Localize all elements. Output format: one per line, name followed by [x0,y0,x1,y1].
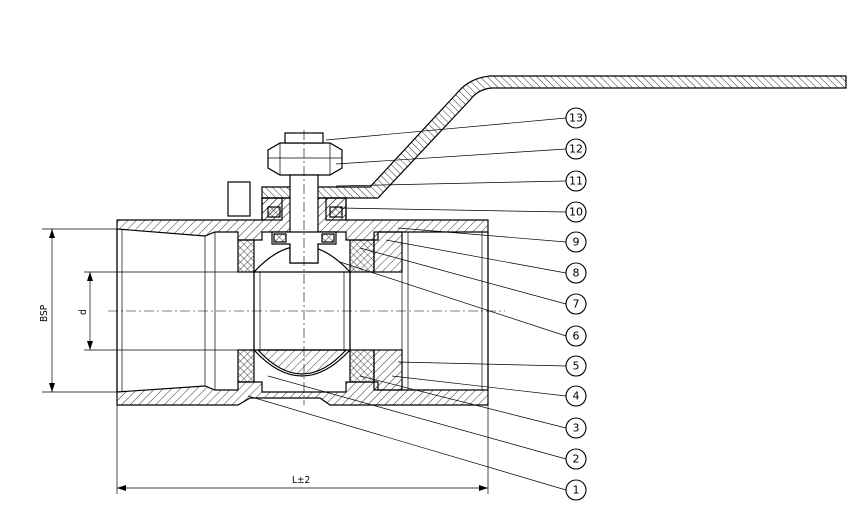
ball-seats [237,239,375,383]
handle [261,75,847,199]
callout-9: 9 [565,231,587,253]
callout-10: 10 [565,201,587,223]
dimension-length [116,405,489,494]
svg-text:11: 11 [569,175,583,188]
callout-4: 4 [565,385,587,407]
leader-lines [247,117,567,491]
svg-text:5: 5 [573,360,580,373]
handle-stop [227,181,251,217]
dimension-bsp [42,228,117,393]
svg-text:12: 12 [569,143,583,156]
bsp-label: BSP [39,304,50,322]
callout-1: 1 [565,479,587,501]
callout-13: 13 [565,107,587,129]
svg-text:2: 2 [573,453,580,466]
callout-7: 7 [565,293,587,315]
d-label: d [78,309,89,315]
callout-11: 11 [565,170,587,192]
dimension-d [84,271,254,351]
callout-12: 12 [565,138,587,160]
svg-text:1: 1 [573,484,580,497]
callout-5: 5 [565,355,587,377]
svg-text:4: 4 [573,390,580,403]
stem [271,174,337,264]
svg-text:7: 7 [573,298,580,311]
callout-8: 8 [565,262,587,284]
callout-2: 2 [565,448,587,470]
stem-nut [267,142,343,176]
callout-6: 6 [565,325,587,347]
svg-text:3: 3 [573,422,580,435]
svg-text:10: 10 [569,206,583,219]
svg-text:9: 9 [573,236,580,249]
svg-text:6: 6 [573,330,580,343]
length-label: L±2 [292,475,310,486]
svg-text:8: 8 [573,267,580,280]
callout-3: 3 [565,417,587,439]
svg-text:13: 13 [569,112,583,125]
centerlines [108,130,505,405]
